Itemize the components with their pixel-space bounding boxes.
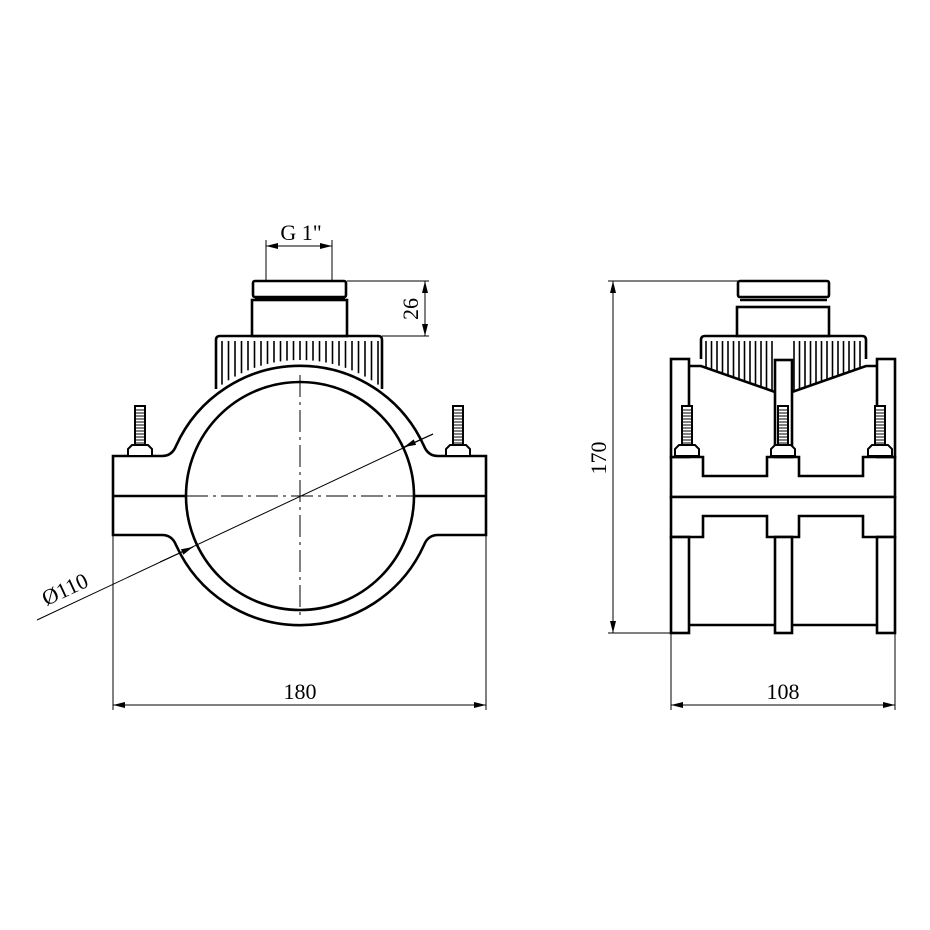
side-knurl-lines xyxy=(705,341,861,392)
knurl-lines xyxy=(221,341,379,385)
right-post-lower xyxy=(875,535,897,635)
front-view: G 1" 26 Ø110 180 xyxy=(36,220,488,710)
side-nut-top xyxy=(736,279,831,299)
bolt-nut xyxy=(445,444,471,457)
right-bolt xyxy=(445,405,471,457)
side-bolts xyxy=(674,405,893,457)
side-left-bolt xyxy=(674,405,700,457)
lower-clamp-block xyxy=(669,495,897,539)
side-center-bolt xyxy=(770,405,796,457)
width108-label: 108 xyxy=(767,679,800,704)
left-post-lower xyxy=(669,535,691,635)
thread-label: G 1" xyxy=(280,220,321,245)
left-bolt xyxy=(127,405,153,457)
side-nut-body xyxy=(735,305,831,338)
bolts xyxy=(127,405,471,457)
outlet-nut-body xyxy=(250,298,349,338)
bolt-nut xyxy=(867,444,893,457)
bolt-nut xyxy=(674,444,700,457)
height170-label: 170 xyxy=(586,442,611,475)
diameter-label: Ø110 xyxy=(38,568,92,611)
bolt-nut xyxy=(127,444,153,457)
diameter-arrow-top xyxy=(403,433,434,448)
center-post-lower xyxy=(773,535,794,635)
outlet-nut-top xyxy=(251,279,348,299)
side-view: 170 108 xyxy=(586,279,897,710)
height26-label: 26 xyxy=(398,298,423,320)
bolt-nut xyxy=(770,444,796,457)
diameter-leader-line xyxy=(36,433,434,621)
upper-clamp-block xyxy=(669,455,897,499)
side-knurled-cap-outline xyxy=(699,334,868,359)
diameter-arrow-bottom xyxy=(159,546,194,563)
width180-label: 180 xyxy=(284,679,317,704)
side-right-bolt xyxy=(867,405,893,457)
